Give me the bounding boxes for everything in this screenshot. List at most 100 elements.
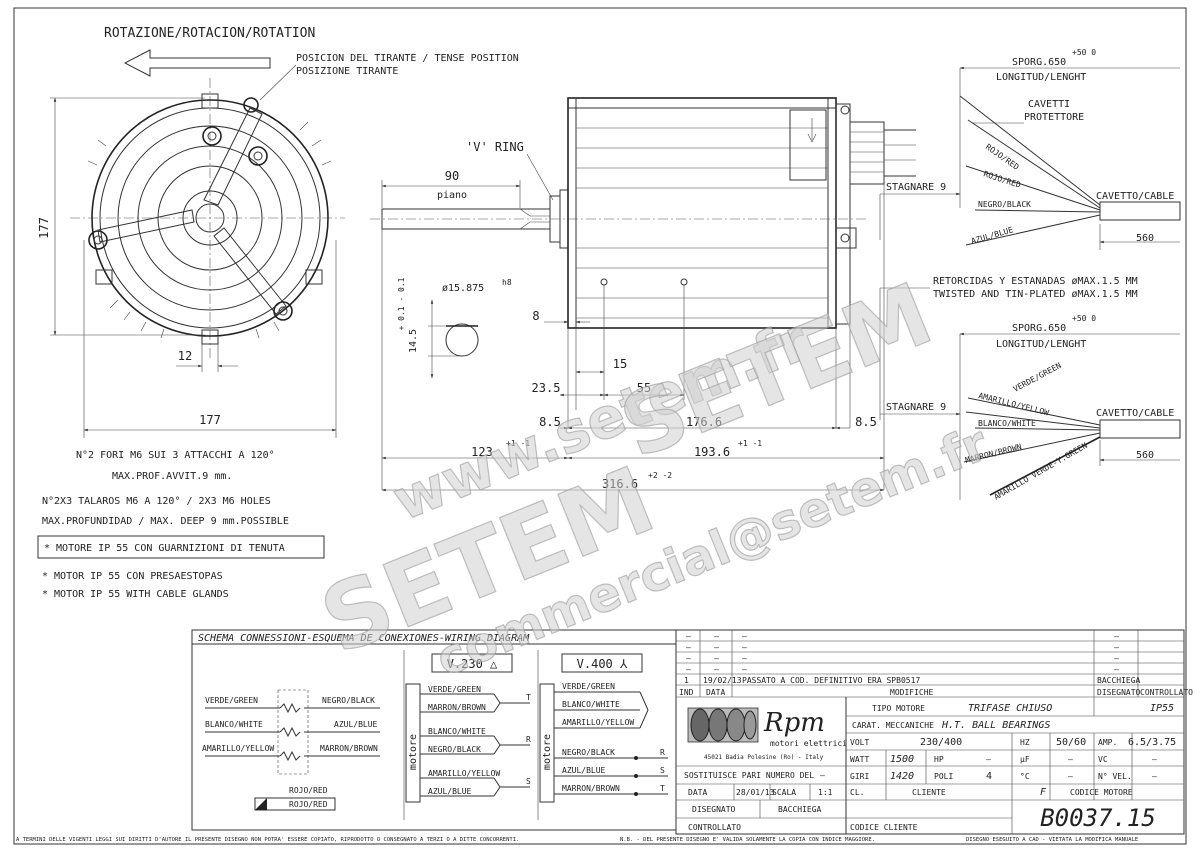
hp-value: – bbox=[986, 755, 991, 764]
watt-value: 1500 bbox=[890, 754, 914, 765]
c-label: °C bbox=[1020, 772, 1030, 781]
footer-mid: N.B. - DEL PRESENTE DISEGNO E' VALIDA SO… bbox=[620, 837, 875, 843]
rev-dash-7: – bbox=[742, 643, 747, 652]
dim-8-5-right: 8.5 bbox=[855, 415, 877, 429]
cable-top-len: 560 bbox=[1136, 233, 1154, 244]
hp-label: HP bbox=[934, 755, 944, 764]
shaft-fit: h8 bbox=[502, 278, 512, 287]
rev-dash-6: – bbox=[714, 643, 719, 652]
rotation-arrow-icon bbox=[123, 49, 271, 77]
drawing-code: B0037.15 bbox=[1040, 804, 1156, 832]
ip55-en-note: * MOTOR IP 55 WITH CABLE GLANDS bbox=[42, 589, 229, 600]
dim-55: 55 bbox=[637, 381, 651, 395]
vc-value: – bbox=[1152, 755, 1157, 764]
delta-w6: AZUL/BLUE bbox=[428, 787, 472, 796]
front-holes-note: N°2 FORI M6 SUI 3 ATTACCHI A 120° bbox=[76, 450, 275, 461]
delta-r: R bbox=[526, 735, 531, 744]
rev-dash-3: – bbox=[742, 632, 747, 641]
tense-position-line1: POSICION DEL TIRANTE / TENSE POSITION bbox=[296, 53, 519, 64]
star-w4: NEGRO/BLACK bbox=[562, 748, 615, 757]
tipo-motore-label: TIPO MOTORE bbox=[872, 704, 925, 713]
ip-rating: IP55 bbox=[1150, 703, 1174, 714]
wiring-left-red2: ROJO/RED bbox=[289, 800, 328, 809]
delta-title: V.230 △ bbox=[447, 657, 498, 671]
dim-316-tol: +2 -2 bbox=[648, 471, 672, 480]
star-w3: AMARILLO/YELLOW bbox=[562, 718, 634, 727]
dim-193-tol: +1 -1 bbox=[738, 439, 762, 448]
dim-23-5: 23.5 bbox=[532, 381, 561, 395]
cable-top-wire4: AZUL/BLUE bbox=[970, 225, 1014, 246]
cliente-label: CLIENTE bbox=[912, 788, 946, 797]
address: 45021 Badia Polesine (Ro) - Italy bbox=[704, 754, 824, 761]
sheet-border bbox=[13, 7, 1187, 845]
twisted-line2: TWISTED AND TIN-PLATED øMAX.1.5 MM bbox=[933, 289, 1138, 300]
cable-top-wire2: ROJO/RED bbox=[982, 169, 1022, 190]
rev1-text: PASSATO A COD. DEFINITIVO ERA SPB0517 bbox=[742, 676, 920, 685]
wiring-left-r1: NEGRO/BLACK bbox=[322, 696, 375, 705]
talaros-note-1: N°2X3 TALAROS M6 A 120° / 2X3 M6 HOLES bbox=[42, 496, 271, 507]
front-view: 177 177 12 N°2 FORI M6 SUI 3 ATTACCHI A … bbox=[37, 78, 345, 482]
sost-value: – bbox=[820, 771, 825, 780]
vc-label: VC bbox=[1098, 755, 1108, 764]
tense-position-line2: POSIZIONE TIRANTE bbox=[296, 66, 398, 77]
amp-label: AMP. bbox=[1098, 738, 1117, 747]
talaros-note-2: MAX.PROFUNDIDAD / MAX. DEEP 9 mm.POSSIBL… bbox=[42, 516, 289, 527]
ip55-box bbox=[37, 535, 325, 559]
h-disegnato: DISEGNATO bbox=[1097, 688, 1141, 697]
wiring-left-r2: AZUL/BLUE bbox=[334, 720, 378, 729]
star-s: S bbox=[660, 766, 665, 775]
h-modifiche: MODIFICHE bbox=[890, 688, 934, 697]
data-value: 28/01/13 bbox=[736, 788, 775, 797]
codice-cliente-label: CODICE CLIENTE bbox=[850, 823, 918, 832]
cable-top-cavetto: CAVETTO/CABLE bbox=[1096, 191, 1174, 202]
shaft-diameter: ø15.875 bbox=[442, 283, 484, 294]
cable-top-wire3: NEGRO/BLACK bbox=[978, 200, 1031, 209]
c-value: – bbox=[1068, 772, 1073, 781]
cable-top-wire1: ROJO/RED bbox=[984, 142, 1021, 172]
giri-label: GIRI bbox=[850, 772, 869, 781]
disegnato-value: BACCHIEGA bbox=[778, 805, 822, 814]
uf-label: µF bbox=[1020, 755, 1030, 764]
rev-dash-1: – bbox=[686, 632, 691, 641]
cl-value: F bbox=[1040, 787, 1047, 798]
rev1-n: 1 bbox=[684, 676, 689, 685]
cable-top-longitud: LONGITUD/LENGHT bbox=[996, 72, 1086, 83]
scala-value: 1:1 bbox=[818, 788, 833, 797]
cable-top-sporg: SPORG.650 bbox=[1012, 57, 1066, 68]
cable-bottom-wire1: VERDE/GREEN bbox=[1012, 361, 1063, 394]
dim-176-6: 176.6 bbox=[686, 415, 722, 429]
cable-top-cavetti: CAVETTI bbox=[1028, 99, 1070, 110]
delta-w3: BLANCO/WHITE bbox=[428, 727, 486, 736]
ip55-es-note: * MOTOR IP 55 CON PRESAESTOPAS bbox=[42, 571, 223, 582]
title-block: – – – – – – – – – – – – – – – – 1 19/02/… bbox=[675, 629, 1193, 835]
key-tol: + 0.1 - 0.1 bbox=[397, 277, 406, 330]
rev1-sign: BACCHIEGA bbox=[1097, 676, 1141, 685]
wiring-title: SCHEMA CONNESSIONI-ESQUEMA DE CONEXIONES… bbox=[198, 633, 530, 644]
rev-dash-9: – bbox=[686, 654, 691, 663]
v-ring-label: 'V' RING bbox=[466, 140, 524, 154]
uf-value: – bbox=[1068, 755, 1073, 764]
dim-316-6: 316.6 bbox=[602, 477, 638, 491]
cl-label: CL. bbox=[850, 788, 864, 797]
rev1-date: 19/02/13 bbox=[703, 676, 742, 685]
dim-15: 15 bbox=[613, 357, 627, 371]
nvel-value: – bbox=[1152, 772, 1157, 781]
disegnato-label: DISEGNATO bbox=[692, 805, 736, 814]
rev-dash-8: – bbox=[1114, 643, 1119, 652]
data-label: DATA bbox=[688, 788, 707, 797]
cable-bottom-stagnare: STAGNARE 9 bbox=[886, 402, 946, 413]
controllato-label: CONTROLLATO bbox=[688, 823, 741, 832]
logo-icon bbox=[687, 707, 759, 743]
dim-8: 8 bbox=[532, 309, 539, 323]
delta-w4: NEGRO/BLACK bbox=[428, 745, 481, 754]
cable-bottom-sporg-tol: +50 0 bbox=[1072, 314, 1096, 323]
volt-label: VOLT bbox=[850, 738, 869, 747]
watermark-brand-2: SETEM bbox=[608, 264, 946, 478]
hz-value: 50/60 bbox=[1056, 737, 1086, 748]
cable-bottom-len: 560 bbox=[1136, 450, 1154, 461]
giri-value: 1420 bbox=[890, 771, 914, 782]
h-ind: IND bbox=[679, 688, 694, 697]
cable-bottom-cavetto: CAVETTO/CABLE bbox=[1096, 408, 1174, 419]
dim-123-tol: +1 -1 bbox=[506, 439, 530, 448]
front-width-dim: 177 bbox=[199, 413, 221, 427]
